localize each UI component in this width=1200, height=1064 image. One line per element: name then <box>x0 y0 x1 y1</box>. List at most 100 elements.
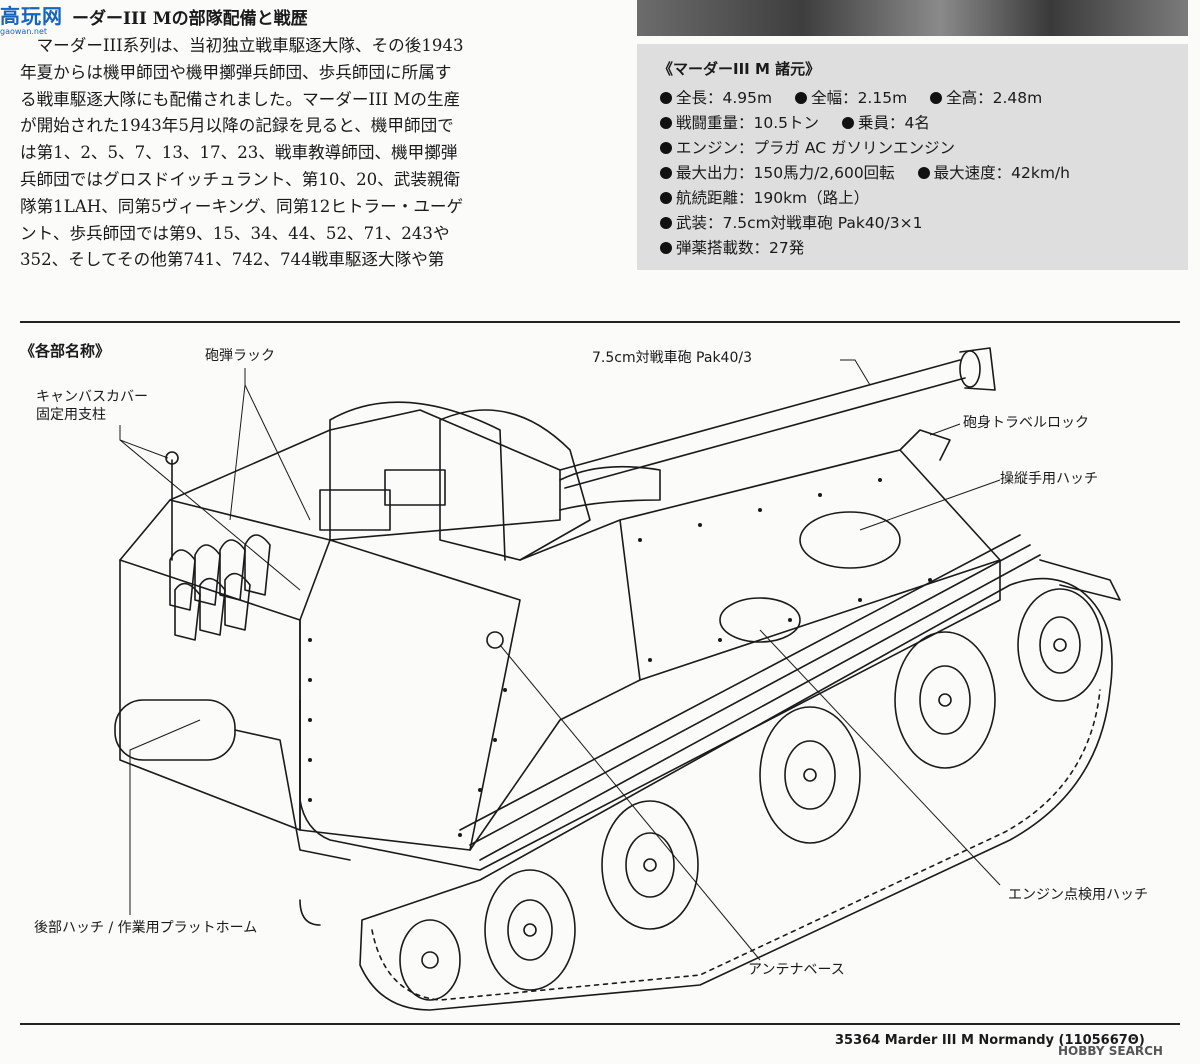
tow-hook <box>299 899 321 926</box>
spec-row-ammo: 弾薬搭載数：27発 <box>660 236 804 258</box>
label-driver-hatch: 操縦手用ハッチ <box>1000 471 1098 487</box>
muzzle-brake <box>959 350 981 388</box>
battlefield-photo <box>637 0 1188 36</box>
engine-hatch <box>719 597 801 643</box>
fender-lines <box>459 534 1041 861</box>
hull-lower <box>299 559 1001 871</box>
logo-chars: 高玩网 <box>0 4 63 28</box>
spec-crew: 乗員：4名 <box>857 114 930 132</box>
footer-divider <box>20 1023 1180 1025</box>
label-canvas-pole-1: キャンバスカバー <box>36 389 148 405</box>
track-outline <box>359 577 1113 1011</box>
spec-range: 航続距離：190km（路上） <box>676 189 870 207</box>
history-line: 年夏からは機甲師団や機甲擲弾兵師団、歩兵師団に所属す <box>20 62 452 82</box>
leader-driver-hatch <box>859 479 1001 531</box>
ammo-box <box>319 489 391 531</box>
history-line: は第1、2、5、7、13、17、23、戦車教導師団、機甲擲弾 <box>20 143 458 163</box>
muzzle-brake-detail <box>959 347 996 391</box>
history-line: 352、そしてその他第741、742、744戦車駆逐大隊や第 <box>20 250 445 270</box>
muffler <box>114 699 236 761</box>
spec-weight: 戦闘重量：10.5トン <box>676 114 820 132</box>
spec-row-armament: 武装：7.5cm対戦車砲 Pak40/3×1 <box>660 211 922 233</box>
spec-armament: 武装：7.5cm対戦車砲 Pak40/3×1 <box>676 214 923 232</box>
bullet-icon <box>917 167 930 179</box>
gun-recuperator <box>559 465 661 511</box>
label-rear-hatch: 後部ハッチ / 作業用プラットホーム <box>34 920 258 936</box>
road-wheel <box>759 706 861 844</box>
driver-hatch <box>799 511 901 569</box>
idler-wheel <box>399 919 461 1001</box>
bullet-icon <box>795 92 808 104</box>
ammo-box <box>384 469 446 506</box>
history-title: ーダーIII Mの部隊配備と戦歴 <box>72 9 308 29</box>
hobby-search-watermark: HOBBY SEARCH <box>1058 1044 1163 1058</box>
leader-antenna-base <box>499 644 761 961</box>
ammo-rack <box>169 534 271 641</box>
spec-engine: エンジン：プラガ AC ガソリンエンジン <box>676 139 956 157</box>
rivets <box>308 478 932 837</box>
leader-travel-lock <box>929 423 961 436</box>
gun-shield <box>439 409 591 561</box>
label-antenna-base: アンテナベース <box>748 962 845 978</box>
history-line: る戦車駆逐大隊にも配備されました。マーダーIII Mの生産 <box>20 89 461 109</box>
spec-height: 全高：2.48m <box>946 89 1043 107</box>
gun-barrel <box>559 359 966 489</box>
leader-rear-hatch <box>129 719 201 915</box>
compartment-frame <box>329 401 506 561</box>
drive-sprocket <box>1017 588 1103 702</box>
spec-ammo: 弾薬搭載数：27発 <box>676 239 805 257</box>
antenna-base <box>486 631 504 649</box>
bullet-icon <box>660 192 672 204</box>
compartment-top <box>169 409 561 541</box>
spec-power: 最大出力：150馬力/2,600回転 <box>676 164 895 182</box>
history-body: マーダーIII系列は、当初独立戦車駆逐大隊、その後1943 年夏からは機甲師団や… <box>20 33 542 274</box>
history-line: マーダーIII系列は、当初独立戦車駆逐大隊、その後1943 <box>36 36 464 55</box>
rear-fender <box>1039 559 1121 601</box>
leader-gun <box>840 359 871 386</box>
road-wheel <box>894 631 996 769</box>
label-engine-hatch: エンジン点検用ハッチ <box>1008 887 1148 903</box>
history-line: ント、歩兵師団では第9、15、34、44、52、71、243や <box>20 223 450 243</box>
compartment-wall <box>299 539 521 851</box>
spec-width: 全幅：2.15m <box>811 89 908 107</box>
leader-ammo-rack <box>229 368 311 521</box>
parts-title: 《各部名称》 <box>20 342 111 360</box>
history-line: 隊第1LAH、同第5ヴィーキング、同第12ヒトラー・ユーゲ <box>20 196 464 216</box>
bullet-icon <box>930 92 943 104</box>
leader-engine-hatch <box>759 629 1001 886</box>
rear-plate <box>119 559 301 831</box>
spec-row-dimensions: 全長：4.95m 全幅：2.15m 全高：2.48m <box>660 86 1042 108</box>
bullet-icon <box>660 117 672 129</box>
bullet-icon <box>660 217 672 229</box>
bullet-icon <box>841 117 854 129</box>
label-ammo-rack: 砲弾ラック <box>205 348 275 364</box>
road-wheel <box>484 869 576 991</box>
label-travel-lock: 砲身トラベルロック <box>963 415 1089 431</box>
logo-domain: gaowan.net <box>0 27 48 36</box>
spec-length: 全長：4.95m <box>676 89 773 107</box>
left-side-plate <box>119 499 331 621</box>
product-code: 35364 Marder III M Normandy (1105667Θ) <box>835 1033 1145 1048</box>
track-treads <box>371 689 1101 1001</box>
site-logo: 高玩网 gaowan.net <box>0 0 72 36</box>
leader-canvas-pole <box>119 425 301 591</box>
spec-box <box>637 44 1188 270</box>
front-plate <box>619 449 1001 681</box>
bullet-icon <box>660 142 672 154</box>
label-canvas-pole-2: 固定用支柱 <box>36 407 106 423</box>
spec-row-weight: 戦闘重量：10.5トン 乗員：4名 <box>660 111 930 133</box>
bullet-icon <box>660 167 672 179</box>
exhaust-pipe <box>234 729 351 861</box>
road-wheel <box>601 800 699 930</box>
spec-row-power: 最大出力：150馬力/2,600回転 最大速度：42km/h <box>660 161 1070 183</box>
bullet-icon <box>660 92 672 104</box>
canvas-pole-cap <box>165 451 179 465</box>
label-gun: 7.5cm対戦車砲 Pak40/3 <box>592 350 752 366</box>
section-divider <box>20 321 1180 323</box>
spec-row-engine: エンジン：プラガ AC ガソリンエンジン <box>660 136 955 158</box>
bullet-icon <box>660 242 672 254</box>
history-line: 兵師団ではグロスドイッチュラント、第10、20、武装親衛 <box>20 169 461 189</box>
spec-title: 《マーダーIII M 諸元》 <box>658 60 821 78</box>
travel-lock <box>899 429 951 461</box>
